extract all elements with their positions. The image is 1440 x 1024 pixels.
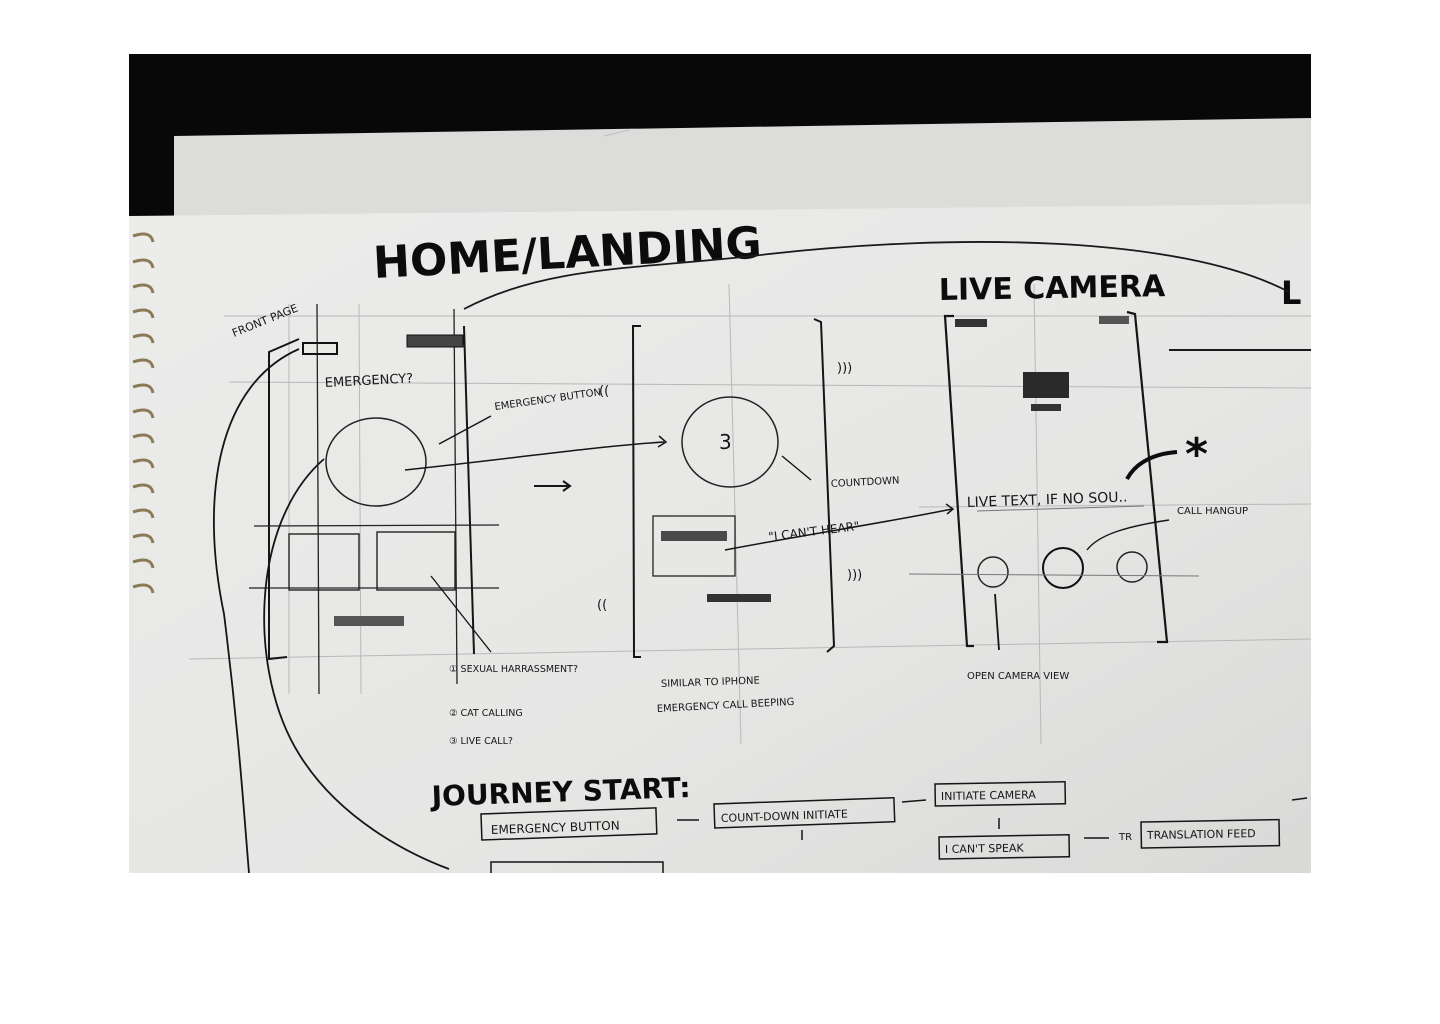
label-countdown: COUNTDOWN [831, 475, 900, 490]
journey-i-cant-speak: I CAN'T SPEAK [945, 842, 1025, 856]
arrow-to-camera [724, 508, 953, 551]
journey-emergency-button: EMERGENCY BUTTON [491, 819, 620, 837]
sound-waves: ))) [837, 361, 852, 376]
notebook-sketch-photo: HOME/LANDING LIVE CAMERA L JOURNEY START… [129, 54, 1311, 873]
countdown-digit: 3 [719, 430, 732, 454]
label-similar-line1: SIMILAR TO IPHONE [661, 676, 760, 690]
arrow-to-button [438, 415, 492, 445]
arc-connector [463, 241, 1290, 310]
sound-waves: ))) [847, 568, 862, 583]
spiral-binding [132, 232, 155, 594]
label-emergency-question: EMERGENCY? [324, 371, 413, 391]
home-wireframe [249, 303, 500, 695]
sound-waves: (( [599, 384, 609, 399]
label-open-camera-view: OPEN CAMERA VIEW [967, 671, 1069, 682]
journey-translation-feed: TRANSLATION FEED [1146, 827, 1256, 842]
journey-flow [480, 780, 1308, 873]
heading-live-camera: LIVE CAMERA [939, 269, 1167, 308]
sound-waves: (( [597, 598, 607, 613]
option-2: ② CAT CALLING [449, 708, 523, 719]
sketch-svg: HOME/LANDING LIVE CAMERA L JOURNEY START… [129, 54, 1311, 873]
star-arrow [1125, 450, 1178, 481]
heading-partial-right: L [1281, 274, 1301, 312]
pencil-guides [188, 283, 1311, 745]
option-3: ③ LIVE CALL? [449, 736, 513, 747]
arrow-to-options [430, 575, 492, 653]
back-paper-sheet [174, 118, 1311, 224]
left-curve-2 [263, 458, 450, 870]
label-live-text: LIVE TEXT, IF NO SOU.. [967, 489, 1128, 511]
left-curve [213, 348, 300, 873]
label-call-hangup: CALL HANGUP [1177, 506, 1248, 517]
star-mark: * [1185, 429, 1208, 480]
journey-initiate-camera: INITIATE CAMERA [941, 788, 1037, 803]
journey-partial-tr: TR [1118, 832, 1132, 843]
countdown-wireframe [631, 318, 836, 658]
option-1: ① SEXUAL HARRASSMENT? [449, 664, 578, 675]
arrow-to-countdown [404, 441, 665, 471]
camera-wireframe [908, 310, 1200, 651]
journey-countdown-initiate: COUNT-DOWN INITIATE [721, 808, 848, 825]
